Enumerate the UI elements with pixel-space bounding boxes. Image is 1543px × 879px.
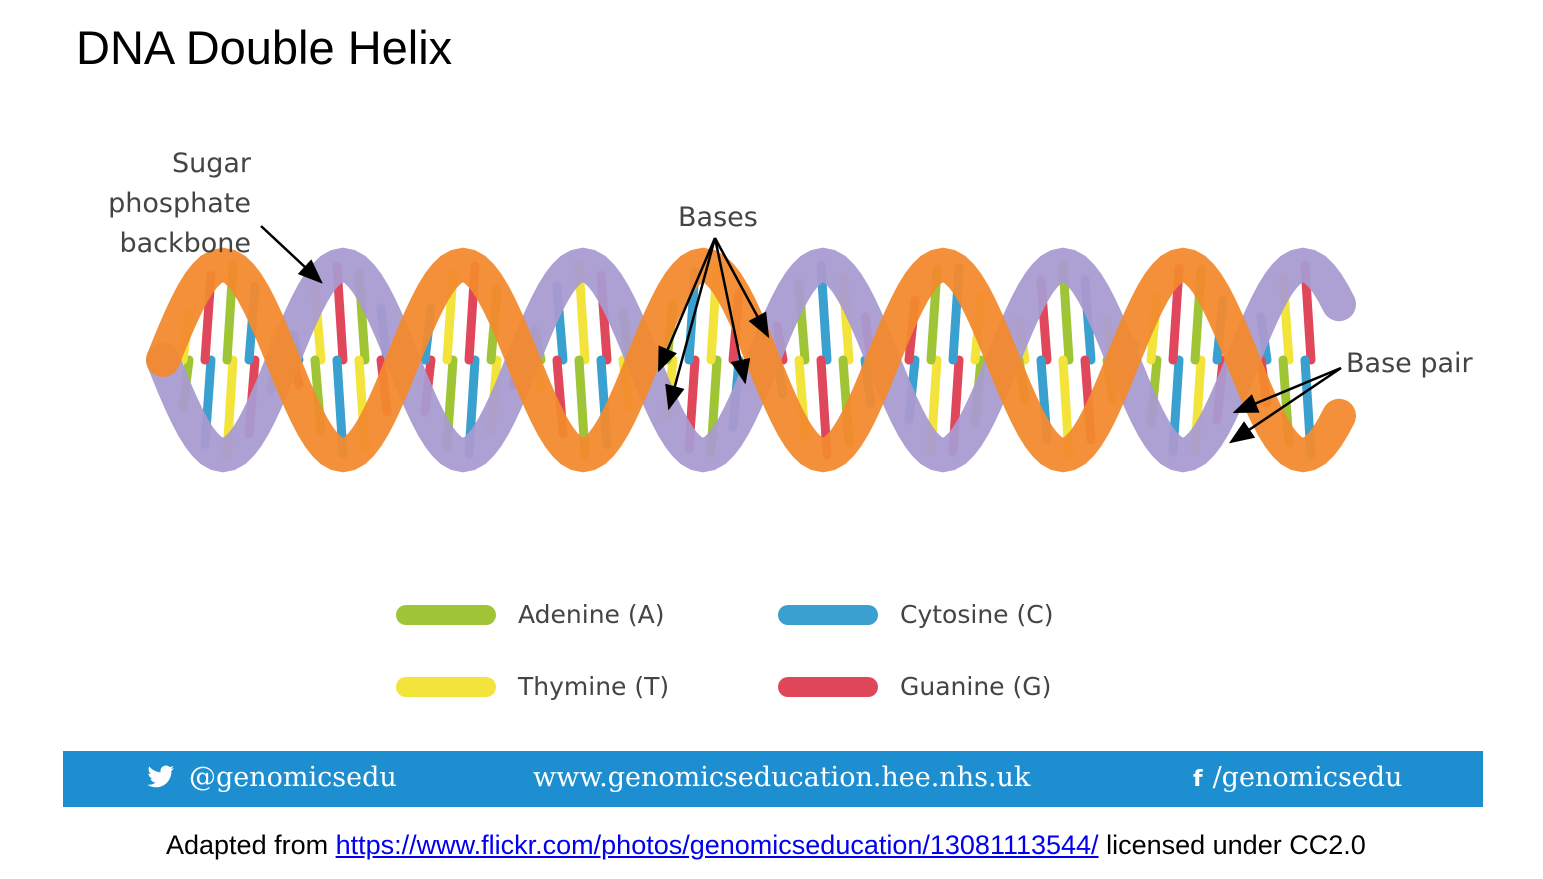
- legend-guanine: Guanine (G): [778, 672, 1051, 701]
- facebook-handle-text: /genomicsedu: [1212, 762, 1403, 793]
- dna-helix-illustration: [146, 225, 1356, 473]
- adenine-label: Adenine (A): [518, 600, 665, 629]
- website-link[interactable]: www.genomicseducation.hee.nhs.uk: [533, 762, 1031, 793]
- backbone-label-line1: Sugar: [171, 148, 251, 179]
- pointer-arrows: [260, 225, 1342, 444]
- legend-adenine: Adenine (A): [396, 600, 664, 629]
- bases-label: Bases: [678, 202, 758, 233]
- cytosine-label: Cytosine (C): [900, 600, 1054, 629]
- base-pair-label: Base pair: [1346, 348, 1473, 379]
- guanine-swatch: [778, 676, 878, 697]
- credit-suffix: licensed under CC2.0: [1106, 830, 1366, 860]
- bases-arrow-2: [665, 237, 717, 411]
- base-pair-arrow-2: [1228, 366, 1342, 444]
- flickr-source-link[interactable]: https://www.flickr.com/photos/genomicsed…: [335, 830, 1099, 860]
- adenine-swatch: [396, 604, 496, 625]
- image-credit: Adapted from https://www.flickr.com/phot…: [166, 830, 1366, 861]
- backbone-arrow: [260, 225, 323, 284]
- social-footer-bar: @genomicsedu www.genomicseducation.hee.n…: [63, 751, 1483, 807]
- backbone-label: Sugar phosphate backbone: [99, 144, 251, 264]
- backbone-label-line2: phosphate: [108, 188, 251, 219]
- backbone-label-line3: backbone: [119, 228, 251, 259]
- credit-prefix: Adapted from: [166, 830, 329, 860]
- slide-title: DNA Double Helix: [76, 21, 453, 74]
- twitter-bird-icon: [147, 765, 174, 788]
- bases-arrow-4: [713, 237, 770, 339]
- legend-thymine: Thymine (T): [396, 672, 669, 701]
- twitter-handle[interactable]: @genomicsedu: [147, 762, 397, 793]
- thymine-label: Thymine (T): [518, 672, 670, 701]
- bases-arrow-3: [713, 237, 751, 385]
- lavender-backbone-strand: [146, 247, 1356, 473]
- guanine-label: Guanine (G): [900, 672, 1052, 701]
- legend-cytosine: Cytosine (C): [778, 600, 1053, 629]
- facebook-icon: f: [1193, 767, 1203, 792]
- facebook-handle[interactable]: f/genomicsedu: [1193, 762, 1402, 793]
- thymine-swatch: [396, 676, 496, 697]
- base-pair-arrow-1: [1232, 366, 1342, 414]
- cytosine-swatch: [778, 604, 878, 625]
- twitter-handle-text: @genomicsedu: [189, 762, 397, 793]
- dna-diagram: Sugar phosphate backbone Bases Base pair…: [63, 120, 1483, 740]
- bases-arrow-1: [657, 237, 717, 373]
